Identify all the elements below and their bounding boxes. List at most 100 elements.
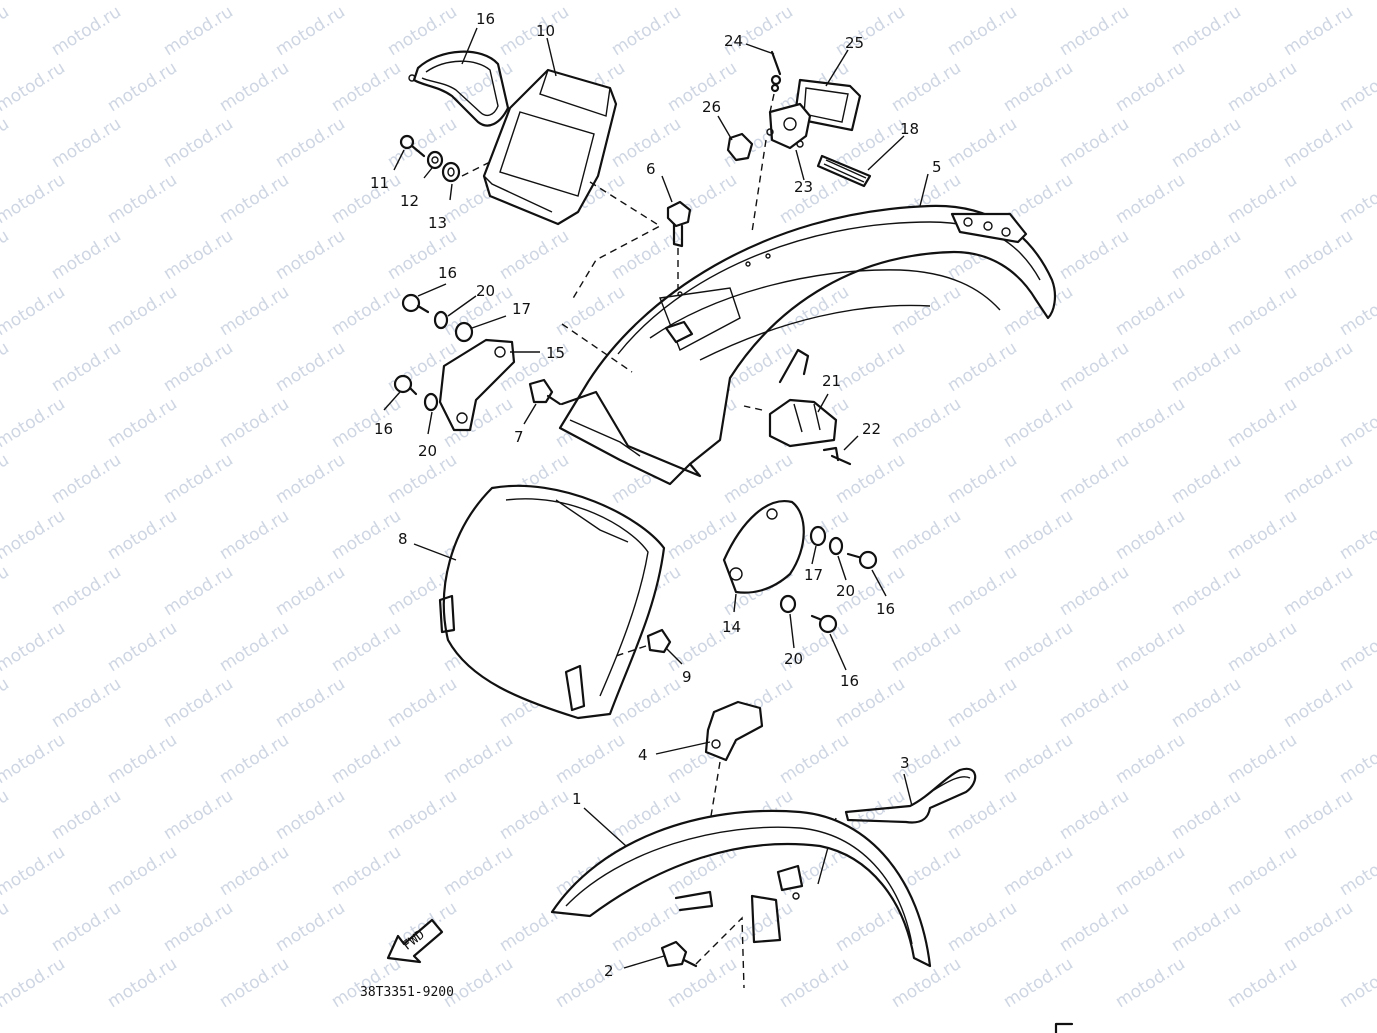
- watermark-text: motod.ru: [664, 0, 741, 4]
- part-22-screw: [822, 446, 852, 466]
- watermark-text: motod.ru: [776, 0, 853, 4]
- watermark-text: motod.ru: [1168, 450, 1245, 508]
- watermark-text: motod.ru: [1112, 58, 1189, 116]
- watermark-text: motod.ru: [1000, 618, 1077, 676]
- watermark-text: motod.ru: [104, 730, 181, 788]
- part-20-washer-upper: [433, 310, 449, 330]
- watermark-text: motod.ru: [1336, 170, 1377, 228]
- watermark-text: motod.ru: [1056, 2, 1133, 60]
- watermark-text: motod.ru: [1168, 338, 1245, 396]
- watermark-text: motod.ru: [944, 674, 1021, 732]
- watermark-text: motod.ru: [216, 58, 293, 116]
- watermark-text: motod.ru: [440, 0, 517, 4]
- callout-6: 6: [646, 160, 656, 178]
- watermark-text: motod.ru: [328, 618, 405, 676]
- watermark-text: motod.ru: [888, 618, 965, 676]
- watermark-text: motod.ru: [48, 786, 125, 844]
- watermark-text: motod.ru: [272, 450, 349, 508]
- part-12-washer: [426, 150, 444, 170]
- watermark-text: motod.ru: [1336, 506, 1377, 564]
- leader-lines: [383, 27, 929, 969]
- watermark-text: motod.ru: [0, 506, 69, 564]
- guide-line: [571, 181, 662, 301]
- watermark-text: motod.ru: [384, 2, 461, 60]
- watermark-text: motod.ru: [552, 730, 629, 788]
- watermark-text: motod.ru: [888, 0, 965, 4]
- watermark-text: motod.ru: [552, 282, 629, 340]
- watermark-text: motod.ru: [1112, 170, 1189, 228]
- part-21-bracket: [768, 398, 838, 448]
- watermark-text: motod.ru: [888, 506, 965, 564]
- part-8-inner-fender: [438, 484, 666, 720]
- watermark-text: motod.ru: [608, 2, 685, 60]
- watermark-text: motod.ru: [1000, 0, 1077, 4]
- watermark-text: motod.ru: [1224, 282, 1301, 340]
- callout-7: 7: [514, 428, 524, 446]
- watermark-text: motod.ru: [0, 338, 13, 396]
- callout-16-a: 16: [438, 264, 457, 282]
- watermark-text: motod.ru: [1056, 114, 1133, 172]
- watermark-text: motod.ru: [0, 786, 13, 844]
- callout-9: 9: [682, 668, 692, 686]
- watermark-text: motod.ru: [1000, 394, 1077, 452]
- watermark-text: motod.ru: [1336, 954, 1377, 1012]
- watermark-text: motod.ru: [0, 226, 13, 284]
- watermark-text: motod.ru: [216, 730, 293, 788]
- guide-line: [743, 405, 763, 411]
- watermark-text: motod.ru: [0, 954, 69, 1012]
- watermark-text: motod.ru: [1280, 2, 1357, 60]
- watermark-text: motod.ru: [328, 0, 405, 4]
- callout-2: 2: [604, 962, 614, 980]
- watermark-text: motod.ru: [944, 786, 1021, 844]
- watermark-text: motod.ru: [0, 898, 13, 956]
- watermark-text: motod.ru: [272, 786, 349, 844]
- watermark-text: motod.ru: [0, 394, 69, 452]
- watermark-text: motod.ru: [1280, 786, 1357, 844]
- callout-21: 21: [822, 372, 841, 390]
- watermark-text: motod.ru: [440, 842, 517, 900]
- watermark-text: motod.ru: [0, 842, 69, 900]
- watermark-text: motod.ru: [776, 954, 853, 1012]
- callout-20-c: 20: [836, 582, 855, 600]
- watermark-text: motod.ru: [384, 674, 461, 732]
- watermark-text: motod.ru: [1168, 2, 1245, 60]
- guide-line: [751, 139, 767, 233]
- watermark-text: motod.ru: [496, 226, 573, 284]
- callout-22: 22: [862, 420, 881, 438]
- part-20-washer-right: [828, 536, 844, 556]
- watermark-text: motod.ru: [944, 338, 1021, 396]
- watermark-text: motod.ru: [0, 170, 69, 228]
- watermark-text: motod.ru: [1280, 674, 1357, 732]
- corner-mark: [1054, 1022, 1074, 1033]
- watermark-text: motod.ru: [1112, 506, 1189, 564]
- callout-17-b: 17: [804, 566, 823, 584]
- callout-19: 16: [476, 10, 495, 28]
- watermark-text: motod.ru: [1112, 842, 1189, 900]
- watermark-text: motod.ru: [160, 338, 237, 396]
- watermark-text: motod.ru: [48, 562, 125, 620]
- watermark-text: motod.ru: [328, 170, 405, 228]
- watermark-text: motod.ru: [272, 338, 349, 396]
- watermark-text: motod.ru: [1168, 786, 1245, 844]
- watermark-text: motod.ru: [888, 58, 965, 116]
- watermark-text: motod.ru: [160, 114, 237, 172]
- callout-11: 11: [370, 174, 389, 192]
- callout-17-a: 17: [512, 300, 531, 318]
- part-23-bracket: [766, 102, 812, 150]
- watermark-text: motod.ru: [216, 394, 293, 452]
- watermark-text: motod.ru: [1112, 394, 1189, 452]
- guide-line: [561, 323, 633, 373]
- watermark-text: motod.ru: [160, 2, 237, 60]
- watermark-text: motod.ru: [216, 954, 293, 1012]
- watermark-text: motod.ru: [496, 2, 573, 60]
- callout-5: 5: [932, 158, 942, 176]
- callouts: 16 10 24 25 26 18 5 6 23 11 12 13 16 20 …: [370, 10, 942, 980]
- watermark-text: motod.ru: [160, 786, 237, 844]
- watermark-text: motod.ru: [104, 842, 181, 900]
- watermark-text: motod.ru: [1224, 394, 1301, 452]
- watermark-text: motod.ru: [0, 450, 13, 508]
- watermark-text: motod.ru: [104, 506, 181, 564]
- watermark-text: motod.ru: [1280, 114, 1357, 172]
- watermark-text: motod.ru: [1168, 898, 1245, 956]
